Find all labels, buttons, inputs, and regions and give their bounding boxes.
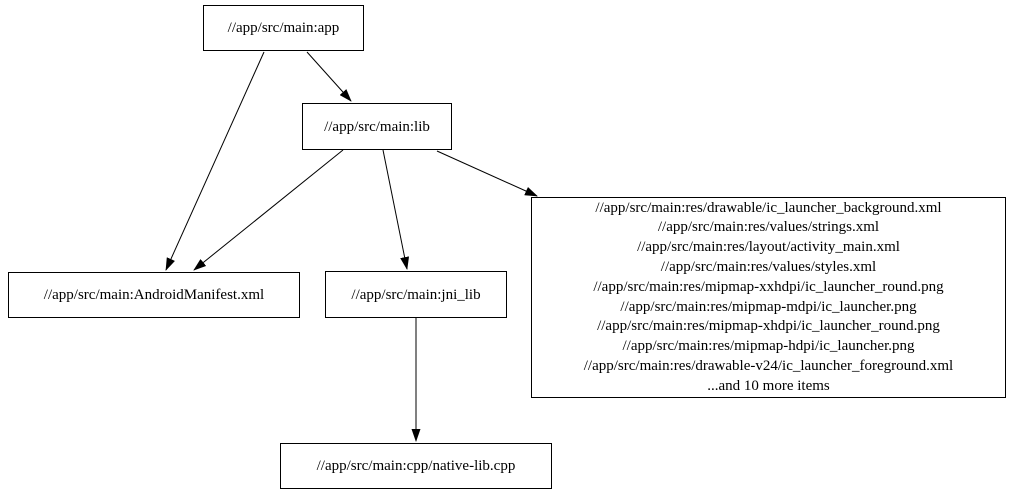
edge-app-to-lib xyxy=(306,51,352,102)
res-group-line: //app/src/main:res/mipmap-xhdpi/ic_launc… xyxy=(597,318,940,335)
node-jni-lib: //app/src/main:jni_lib xyxy=(325,271,507,318)
node-lib: //app/src/main:lib xyxy=(302,103,452,150)
node-native-lib-cpp-label: //app/src/main:cpp/native-lib.cpp xyxy=(316,458,516,474)
res-group-more-items: ...and 10 more items xyxy=(707,377,830,394)
node-android-manifest-label: //app/src/main:AndroidManifest.xml xyxy=(43,287,265,303)
edge-lib-to-res-group xyxy=(436,150,538,197)
res-group-line: //app/src/main:res/layout/activity_main.… xyxy=(637,239,900,256)
node-lib-label: //app/src/main:lib xyxy=(324,118,430,135)
node-app: //app/src/main:app xyxy=(203,5,364,51)
res-group-line: //app/src/main:res/drawable-v24/ic_launc… xyxy=(583,357,954,374)
res-group-line: //app/src/main:res/mipmap-xxhdpi/ic_laun… xyxy=(593,278,944,295)
res-group-line: //app/src/main:res/values/styles.xml xyxy=(660,258,877,275)
node-android-manifest: //app/src/main:AndroidManifest.xml xyxy=(8,272,300,318)
node-res-group: //app/src/main:res/drawable/ic_launcher_… xyxy=(531,197,1006,398)
res-group-line: //app/src/main:res/drawable/ic_launcher_… xyxy=(595,199,942,216)
edge-lib-to-androidmanifest xyxy=(193,149,344,271)
res-group-line: //app/src/main:res/mipmap-mdpi/ic_launch… xyxy=(620,298,917,315)
node-jni-lib-label: //app/src/main:jni_lib xyxy=(351,286,481,303)
node-native-lib-cpp: //app/src/main:cpp/native-lib.cpp xyxy=(280,443,552,489)
edge-lib-to-jni-lib xyxy=(382,149,410,270)
edge-app-to-androidmanifest xyxy=(165,51,265,271)
res-group-line: //app/src/main:res/mipmap-hdpi/ic_launch… xyxy=(622,338,915,355)
node-app-label: //app/src/main:app xyxy=(227,20,340,36)
res-group-line: //app/src/main:res/values/strings.xml xyxy=(657,219,880,236)
